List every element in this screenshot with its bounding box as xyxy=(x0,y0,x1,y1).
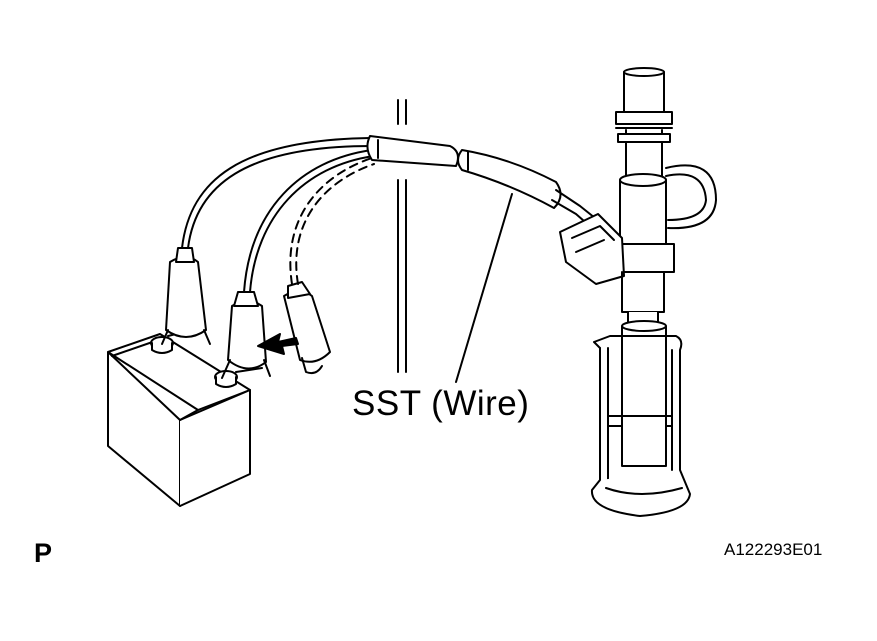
battery-terminal-negative xyxy=(215,368,262,387)
fuel-pump xyxy=(560,68,716,466)
measuring-jar xyxy=(592,336,690,516)
wire-bundle xyxy=(182,138,374,292)
dimension-line xyxy=(398,100,406,372)
alligator-clip-middle xyxy=(222,292,270,378)
battery xyxy=(108,328,262,506)
sst-sleeve xyxy=(367,136,600,228)
alligator-clip-right xyxy=(284,282,330,373)
figure-code: A122293E01 xyxy=(724,540,823,559)
alligator-clip-left xyxy=(162,248,210,344)
sst-wire-label: SST (Wire) xyxy=(352,384,530,423)
leader-line xyxy=(456,194,512,382)
page-letter: P xyxy=(34,538,53,568)
arrow-icon xyxy=(258,334,298,354)
